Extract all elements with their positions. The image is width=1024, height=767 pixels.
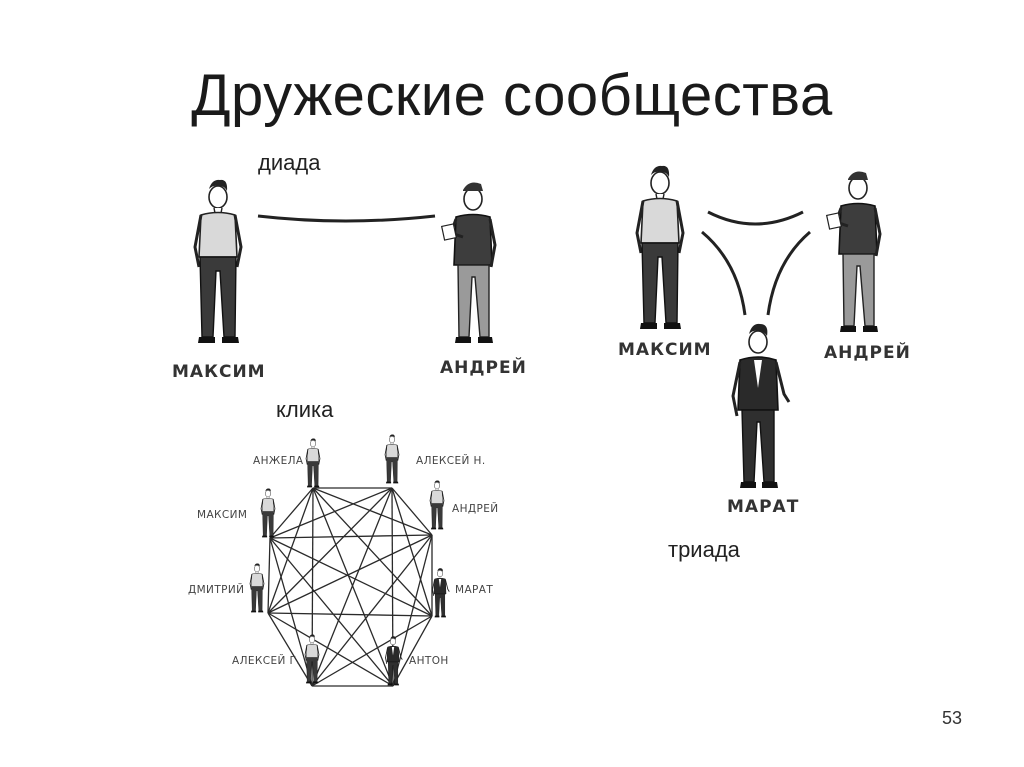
clique-edge [270, 538, 432, 616]
clique-member-name: АНДРЕЙ [452, 503, 499, 515]
clique-member-figure [385, 434, 399, 483]
triad-person-maxim-figure [637, 166, 683, 329]
dyad-name-right: АНДРЕЙ [440, 358, 527, 378]
clique-member-name: МАКСИМ [197, 509, 247, 521]
triad-name-left: МАКСИМ [618, 340, 712, 360]
clique-member-name: МАРАТ [455, 584, 493, 596]
triad-name-bottom: МАРАТ [727, 497, 799, 517]
triad-connection-right [768, 232, 810, 315]
clique-member-name: АЛЕКСЕЙ Н. [416, 455, 486, 467]
dyad-group [195, 180, 495, 343]
clique-member-name: АНТОН [409, 655, 449, 667]
page-number: 53 [942, 708, 962, 729]
clique-members [250, 434, 449, 685]
clique-edge [270, 488, 313, 538]
clique-edge [312, 616, 432, 686]
triad-person-marat-figure [733, 324, 789, 488]
dyad-connection [258, 216, 435, 221]
clique-edge [392, 488, 432, 535]
clique-edge [268, 613, 312, 686]
clique-member-figure [306, 438, 320, 487]
triad-person-andrey-figure [827, 171, 880, 332]
clique-edge [313, 488, 432, 535]
clique-member-figure [261, 488, 275, 537]
triad-group [637, 166, 880, 488]
person-maxim-figure [195, 180, 241, 343]
clique-member-figure [430, 480, 444, 529]
clique-member-figure [250, 563, 264, 612]
clique-edge [268, 538, 270, 613]
triad-connection-top [708, 212, 803, 224]
clique-member-figure [433, 568, 450, 617]
person-andrey-figure [442, 182, 495, 343]
clique-member-name: ДМИТРИЙ [188, 584, 244, 596]
clique-edge [313, 488, 393, 686]
dyad-name-left: МАКСИМ [172, 362, 266, 382]
clique-member-name: АНЖЕЛА [253, 455, 304, 467]
triad-connection-left [702, 232, 745, 315]
clique-edge [392, 488, 432, 616]
triad-name-right: АНДРЕЙ [824, 343, 911, 363]
clique-member-name: АЛЕКСЕЙ Г. [232, 655, 300, 667]
clique-edge [268, 535, 432, 613]
